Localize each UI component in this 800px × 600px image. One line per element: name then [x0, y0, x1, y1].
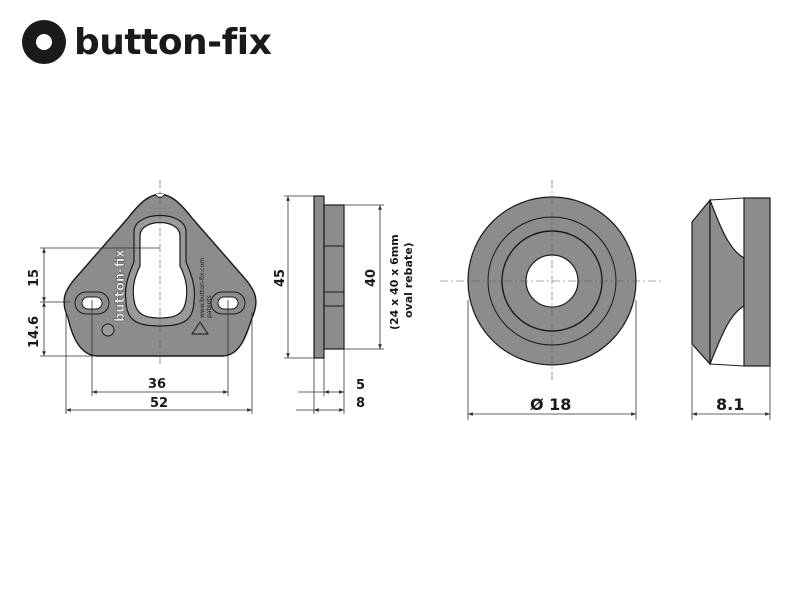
button-front-view: [440, 180, 664, 382]
dim-overall-depth: 8: [356, 396, 365, 411]
embossed-patents: patents: [206, 295, 213, 318]
dim-side-overall-height: 45: [273, 269, 288, 287]
dim-height-top: 15: [27, 269, 42, 287]
side-view-dimensions: [284, 195, 384, 414]
alignment-pin: [101, 323, 115, 337]
front-view-dimensions: [40, 247, 253, 414]
embossed-url: www.button-fix.com: [199, 258, 206, 318]
button-circle-icon: [22, 20, 66, 64]
dim-rebate-height: 40: [364, 269, 379, 287]
brand-name: button-fix: [74, 21, 272, 63]
rebate-note-line1: (24 x 40 x 6mm: [388, 234, 401, 330]
plate-front-view: button-fix www.button-fix.com patents: [63, 180, 257, 365]
dim-thickness: 8.1: [716, 395, 744, 414]
dim-rebate-depth: 5: [356, 378, 365, 393]
brand-logo: button-fix: [22, 20, 272, 64]
dim-diameter: Ø 18: [530, 395, 571, 414]
button-side-dimensions: [691, 346, 771, 420]
recycle-icon: [191, 321, 209, 335]
button-front-dimensions: [467, 300, 637, 420]
dim-height-bottom: 14.6: [27, 316, 42, 348]
dim-overall-width: 52: [150, 396, 168, 411]
button-side-view: [691, 197, 771, 367]
dim-hole-spacing: 36: [148, 377, 166, 392]
embossed-brand: button-fix: [113, 249, 128, 322]
rebate-note-line2: oval rebate): [402, 242, 415, 318]
plate-side-view: [313, 195, 345, 359]
